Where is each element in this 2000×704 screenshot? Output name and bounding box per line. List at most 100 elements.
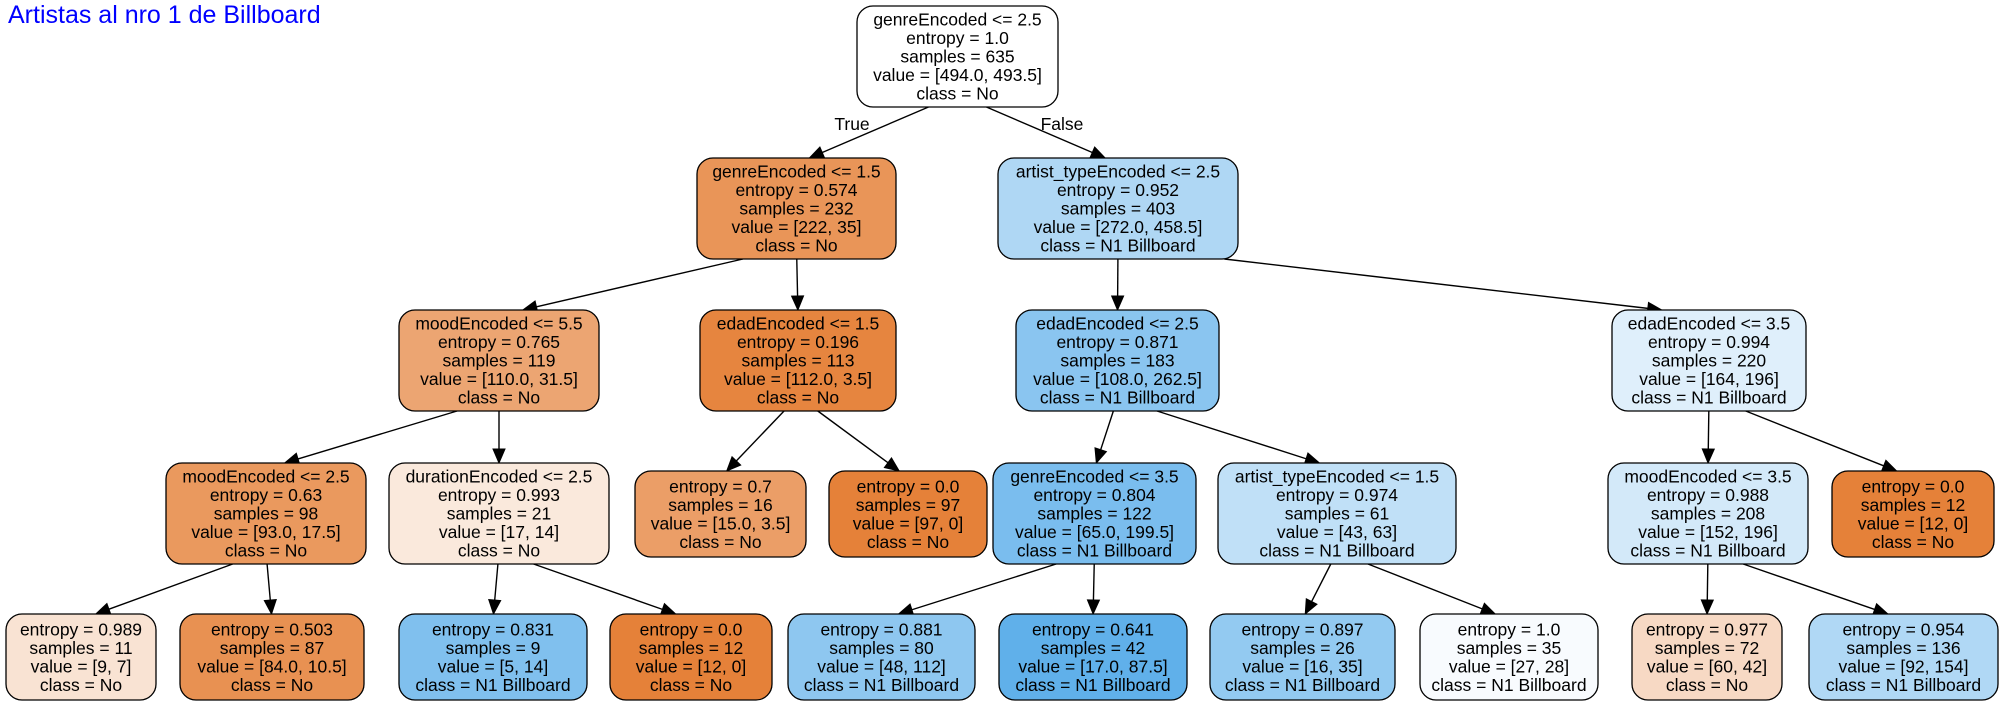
node-line: entropy = 0.503	[211, 619, 333, 639]
node-box	[388, 462, 610, 565]
node-line: entropy = 0.831	[432, 619, 554, 639]
node-line: value = [12, 0]	[636, 656, 746, 676]
node-line: value = [222, 35]	[732, 217, 862, 237]
node-line: class = No	[650, 675, 732, 695]
node-line: entropy = 0.974	[1276, 485, 1398, 505]
node-line: class = N1 Billboard	[1431, 675, 1586, 695]
node-line: entropy = 0.954	[1842, 619, 1964, 639]
node-line: samples = 119	[442, 351, 555, 371]
node-line: durationEncoded <= 2.5	[406, 467, 593, 487]
node-line: entropy = 0.574	[735, 180, 857, 200]
node-line: samples = 136	[1846, 638, 1960, 658]
node-line: value = [272.0, 458.5]	[1034, 217, 1203, 237]
node-box	[179, 613, 365, 701]
node-line: class = No	[757, 388, 839, 408]
node-box	[398, 613, 588, 701]
node-line: class = N1 Billboard	[1631, 388, 1786, 408]
node-line: value = [108.0, 262.5]	[1033, 369, 1202, 389]
node-line: entropy = 0.897	[1241, 619, 1363, 639]
edge-n9-n10	[735, 410, 785, 462]
node-box	[699, 309, 897, 412]
arrowhead-n0-n1	[808, 146, 826, 159]
edge-n1-n2	[536, 258, 744, 308]
node-line: value = [112.0, 3.5]	[724, 369, 872, 389]
node-line: class = No	[40, 675, 122, 695]
node-line: value = [48, 112]	[817, 656, 946, 676]
arrowhead-n17-n19	[1479, 602, 1497, 615]
arrowhead-n20-n24	[1880, 459, 1898, 472]
node-line: entropy = 0.196	[737, 332, 859, 352]
edges-layer	[94, 106, 1898, 617]
node-line: class = No	[458, 541, 540, 561]
node-line: value = [16, 35]	[1242, 656, 1362, 676]
node-line: samples = 208	[1651, 504, 1765, 524]
node-line: class = N1 Billboard	[1040, 236, 1195, 256]
node-line: class = No	[755, 236, 837, 256]
node-line: edadEncoded <= 2.5	[1036, 314, 1199, 334]
node-box	[398, 309, 600, 412]
arrowhead-n2-n6	[492, 448, 506, 465]
arrowhead-n17-n18	[1304, 598, 1318, 616]
node-line: value = [65.0, 199.5]	[1015, 522, 1174, 542]
node-line: entropy = 0.977	[1646, 619, 1768, 639]
node-line: entropy = 1.0	[1458, 619, 1561, 639]
node-line: value = [43, 63]	[1277, 522, 1397, 542]
node-line: value = [12, 0]	[1858, 513, 1968, 533]
node-box	[997, 157, 1239, 260]
node-line: samples = 16	[668, 495, 773, 515]
edge-n0-n12	[986, 106, 1093, 154]
arrowhead-n6-n7	[488, 598, 502, 616]
node-line: moodEncoded <= 5.5	[415, 314, 582, 334]
node-box	[1209, 613, 1396, 701]
node-line: value = [9, 7]	[31, 656, 132, 676]
node-line: class = No	[867, 532, 949, 552]
arrowhead-n9-n11	[883, 456, 901, 472]
node-line: samples = 35	[1457, 638, 1562, 658]
node-line: entropy = 0.988	[1647, 485, 1769, 505]
node-line: value = [152, 196]	[1638, 522, 1778, 542]
node-box	[1217, 462, 1457, 565]
node-line: entropy = 0.0	[640, 619, 743, 639]
node-line: class = No	[231, 675, 313, 695]
node-line: samples = 183	[1060, 351, 1174, 371]
node-line: moodEncoded <= 3.5	[1624, 467, 1791, 487]
node-line: samples = 98	[214, 504, 319, 524]
node-line: samples = 220	[1652, 351, 1767, 371]
node-line: value = [84.0, 10.5]	[197, 656, 346, 676]
edge-n13-n14	[1100, 410, 1115, 450]
node-line: entropy = 0.993	[438, 485, 560, 505]
edge-n6-n8	[533, 563, 663, 611]
node-line: samples = 42	[1041, 638, 1146, 658]
node-box	[696, 157, 897, 260]
edge-n17-n18	[1311, 563, 1332, 602]
node-line: class = N1 Billboard	[1259, 541, 1414, 561]
node-box	[1607, 462, 1809, 565]
node-line: samples = 21	[447, 504, 552, 524]
node-line: samples = 9	[446, 638, 541, 658]
node-line: entropy = 0.952	[1057, 180, 1179, 200]
node-line: samples = 113	[741, 351, 854, 371]
node-line: class = No	[916, 84, 998, 104]
node-line: class = N1 Billboard	[1040, 388, 1195, 408]
node-box	[992, 462, 1197, 565]
node-box	[1611, 309, 1807, 412]
node-box	[998, 613, 1188, 701]
node-line: value = [93.0, 17.5]	[191, 522, 340, 542]
edge-n0-n1	[821, 106, 929, 154]
node-line: samples = 80	[829, 638, 934, 658]
node-box	[787, 613, 976, 701]
node-line: value = [27, 28]	[1449, 656, 1569, 676]
node-line: genreEncoded <= 2.5	[873, 10, 1041, 30]
